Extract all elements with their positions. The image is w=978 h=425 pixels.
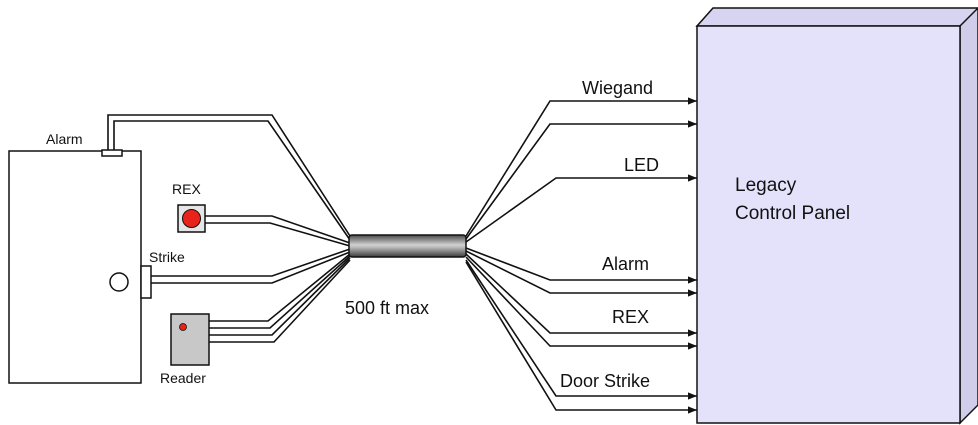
right-wires [465,97,697,414]
panel-title-line1: Legacy [735,175,797,196]
signal-alarm-label: Alarm [602,254,649,274]
reader-label: Reader [160,370,206,386]
left-wires [107,114,351,343]
door-alarm-label: Alarm [46,131,83,147]
signal-rex-label: REX [612,307,649,327]
door-knob-icon [109,272,129,292]
door-alarm-contact [101,149,123,157]
rex-button-icon [182,209,201,228]
panel-title-line2: Control Panel [735,203,850,224]
strike-plate [140,265,152,299]
strike-label: Strike [149,249,185,265]
signal-wiegand-label: Wiegand [582,78,653,98]
signal-door-strike-label: Door Strike [560,371,650,391]
card-reader [170,313,210,366]
signal-led-label: LED [624,155,659,175]
reader-led-icon [179,323,187,331]
rex-button [177,204,206,233]
legacy-control-panel: Legacy Control Panel [695,6,978,425]
cable [348,234,467,258]
door [8,149,152,384]
rex-label: REX [172,181,201,197]
cable-length-label: 500 ft max [345,298,429,318]
